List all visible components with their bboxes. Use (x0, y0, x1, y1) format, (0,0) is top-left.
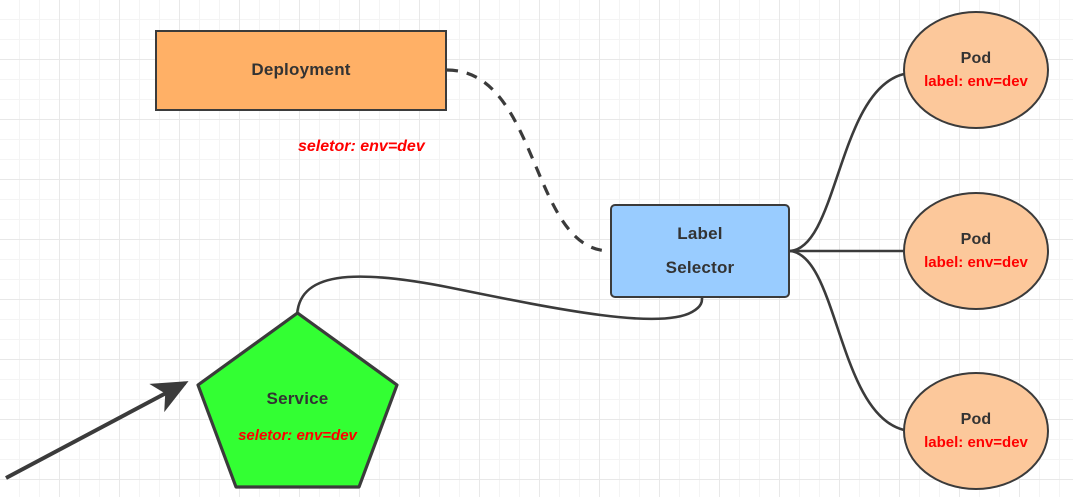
node-pod-1[interactable]: Pod label: env=dev (903, 11, 1049, 129)
node-pod-2[interactable]: Pod label: env=dev (903, 192, 1049, 310)
pod-label: label: env=dev (924, 253, 1028, 271)
service-title: Service (266, 388, 329, 408)
edge-label-selector-to-pod-1 (788, 72, 906, 253)
pod-title: Pod (960, 231, 992, 249)
pod-label: label: env=dev (924, 72, 1028, 90)
pod-label: label: env=dev (924, 433, 1028, 451)
pod-title: Pod (960, 411, 992, 429)
node-service[interactable]: Service seletor: env=dev (195, 310, 400, 490)
pentagon-shape (196, 311, 399, 489)
node-deployment[interactable]: Deployment (155, 30, 447, 111)
service-selector-label: seletor: env=dev (238, 427, 357, 445)
deployment-title: Deployment (251, 60, 351, 80)
label-selector-title-line1: Label (677, 223, 723, 243)
edge-label-selector-to-pod-3 (788, 249, 906, 432)
label-selector-title-line2: Selector (665, 258, 735, 277)
pod-title: Pod (960, 50, 992, 68)
node-pod-3[interactable]: Pod label: env=dev (903, 372, 1049, 490)
node-label-selector[interactable]: Label Selector (610, 204, 790, 298)
edge-incoming-traffic-to-service (5, 381, 189, 480)
deployment-selector-label: seletor: env=dev (298, 138, 425, 155)
edge-deployment-to-label-selector (446, 68, 611, 253)
